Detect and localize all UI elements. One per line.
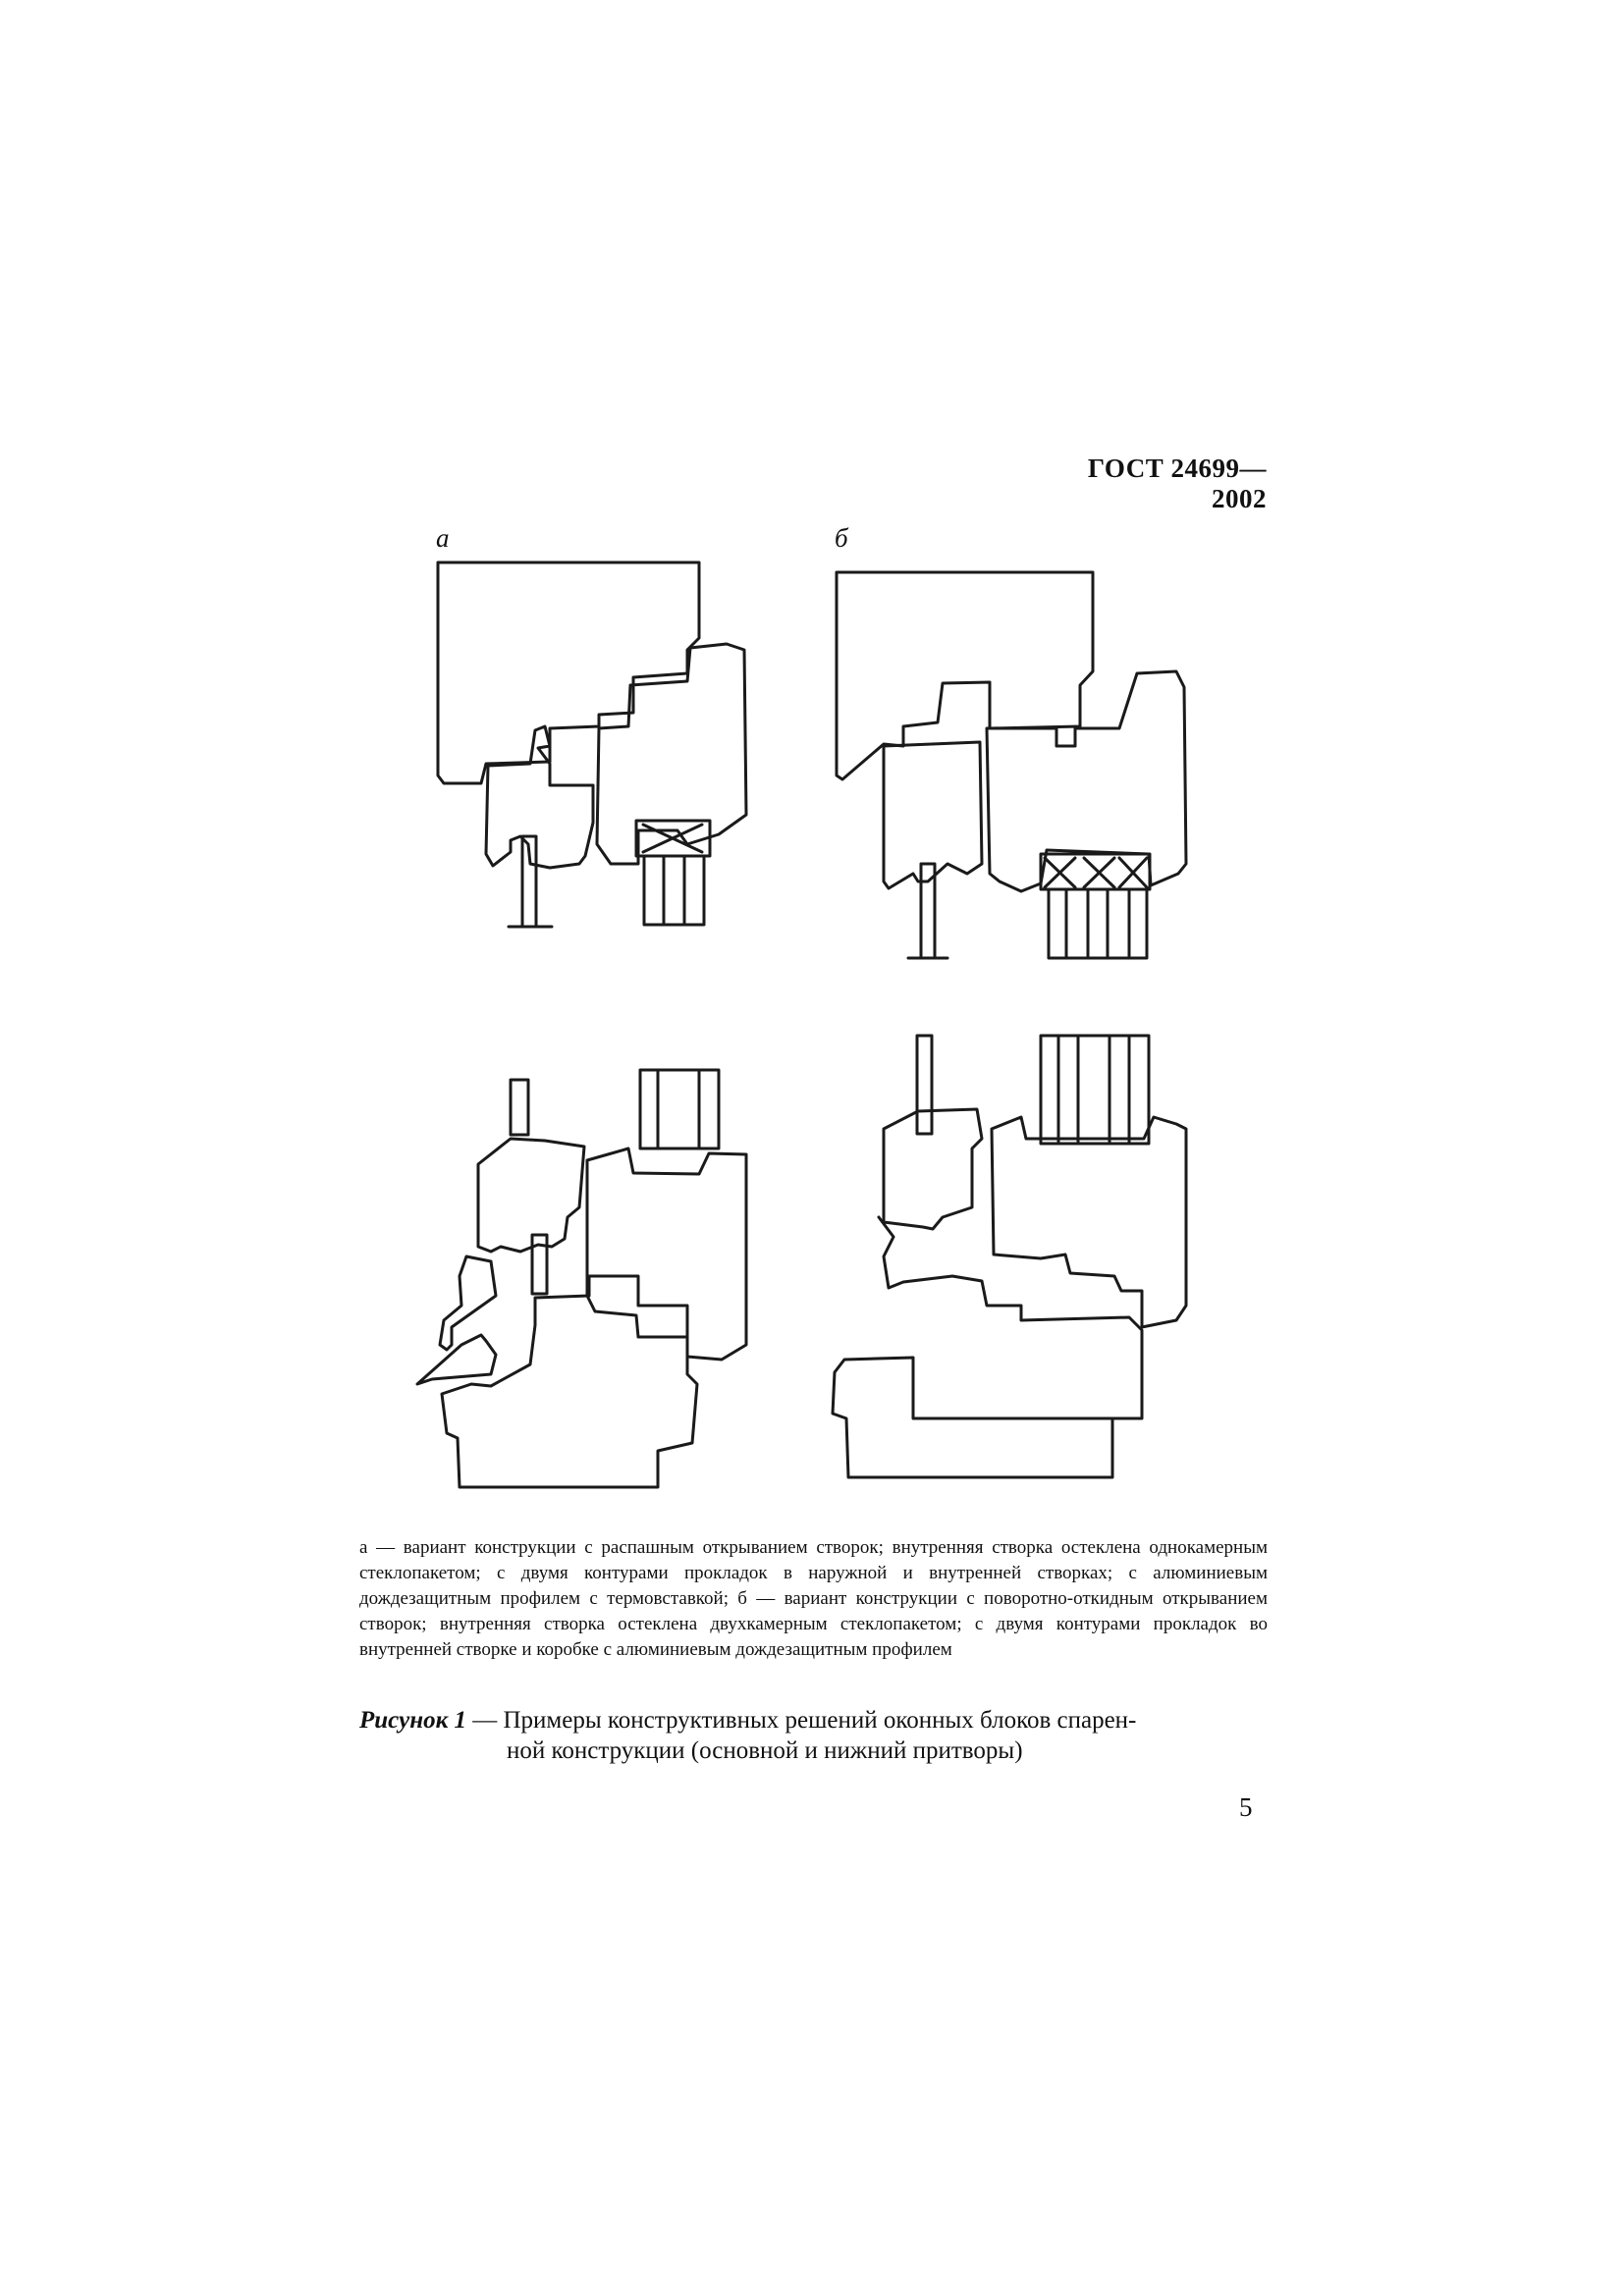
figure-caption: Рисунок 1 — Примеры конструктивных решен… [359,1705,1268,1766]
document-code: ГОСТ 24699—2002 [1087,454,1267,513]
page-number: 5 [1239,1792,1253,1822]
caption-lead: Рисунок 1 [359,1707,466,1734]
figure-legend: а — вариант конструкции с распашным откр… [359,1537,1268,1660]
section-a-top [436,561,748,929]
section-b-bottom [831,1034,1188,1479]
caption-line1: — Примеры конструктивных решений оконных… [466,1707,1137,1734]
caption-line2: ной конструкции (основной и нижний притв… [507,1737,1023,1764]
variant-b-label: б [835,523,848,553]
section-b-top [835,570,1188,960]
variant-a-label: а [436,523,450,553]
section-a-bottom [415,1068,748,1489]
